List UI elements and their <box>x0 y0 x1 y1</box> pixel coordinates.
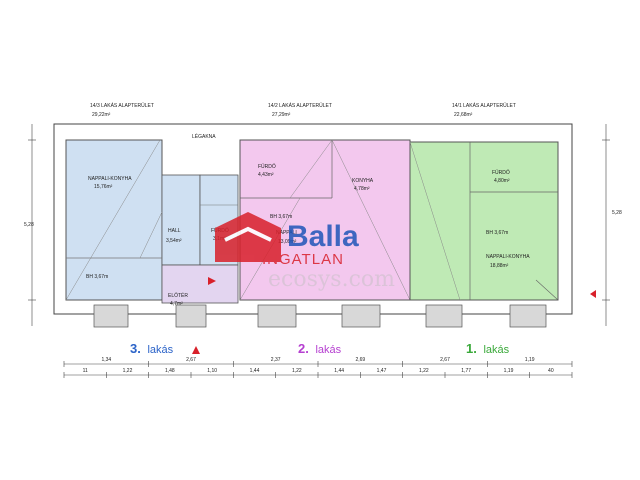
apartment-1-number: 1. <box>466 341 477 356</box>
apartment-1-label: 1. lakás <box>466 341 510 356</box>
room-area: 4,43m² <box>258 172 274 178</box>
dimension-label: 11 <box>83 368 88 374</box>
dimension-line-left <box>28 124 36 326</box>
dimension-label: 1,19 <box>525 357 535 363</box>
apartment-2-number: 2. <box>298 341 309 356</box>
room-area: 15,76m² <box>94 184 113 190</box>
apt1-area: 22,68m² <box>454 112 473 118</box>
room-label: BH 3,67m <box>270 214 292 220</box>
dimension-label: 1,48 <box>165 368 175 374</box>
apartment-3-label: 3. lakás <box>130 341 174 356</box>
dimension-label: 1,77 <box>461 368 471 374</box>
entrance-arrow-icon <box>192 277 596 354</box>
dimension-row-2: 11 1,22 1,48 1,10 1,44 1,22 1,44 1,47 1,22 1,77 1,… <box>63 368 573 378</box>
room-label: FÜRDŐ <box>492 169 510 176</box>
light-shaft-label: LÉGAKNA <box>192 133 216 140</box>
dimension-label-right: 5,28 <box>612 210 622 216</box>
room-label: NAPPALI-KONYHA <box>486 254 530 260</box>
room-area: 4,80m² <box>494 178 510 184</box>
room-area: 4,78m² <box>354 186 370 192</box>
apt2-area: 27,29m² <box>272 112 291 118</box>
dimension-label: 1,44 <box>334 368 344 374</box>
dimension-label: 1,19 <box>504 368 514 374</box>
dimension-label: 1,22 <box>419 368 429 374</box>
apt1-title: 14/1 LAKÁS ALAPTERÜLET <box>452 102 516 109</box>
room-area: 13,09m² <box>278 239 297 245</box>
watermark-site-text: ecosys.com <box>268 267 395 292</box>
dimension-label: 2,69 <box>355 357 365 363</box>
room-label: HALL <box>168 228 181 234</box>
room-label: NAPPALI-KONYHA <box>88 176 132 182</box>
room-label: BH 3,67m <box>486 230 508 236</box>
building-outline <box>53 123 573 315</box>
window-bay <box>93 304 547 328</box>
apartment-2-label: 2. lakás <box>298 341 342 356</box>
apartment-3-number: 3. <box>130 341 141 356</box>
dimension-label: 1,22 <box>292 368 302 374</box>
dimension-label-left: 5,28 <box>24 222 34 228</box>
apartment-1-area <box>409 141 559 301</box>
apartment-1-word: lakás <box>483 344 509 356</box>
dimension-label: 1,22 <box>123 368 133 374</box>
dimension-label: 2,37 <box>271 357 281 363</box>
room-area: 4,7m² <box>170 301 183 307</box>
dimension-label: 1,47 <box>377 368 387 374</box>
room-label: ELŐTÉR <box>168 292 188 299</box>
room-label: BH 3,67m <box>86 274 108 280</box>
apt3-title: 14/3 LAKÁS ALAPTERÜLET <box>90 102 154 109</box>
dimension-label: 2,67 <box>186 357 196 363</box>
room-label: KONYHA <box>352 178 374 184</box>
dimension-label: 2,67 <box>440 357 450 363</box>
dimension-row-1: 1,34 2,67 2,37 2,69 2,67 1,19 <box>63 357 573 367</box>
dimension-label: 1,44 <box>250 368 260 374</box>
room-label: FÜRDŐ <box>258 163 276 170</box>
apartment-2-word: lakás <box>315 344 341 356</box>
room-area: 18,88m² <box>490 263 509 269</box>
room-label: NAPPALI <box>276 230 297 236</box>
apt3-area: 29,22m² <box>92 112 111 118</box>
apt2-title: 14/2 LAKÁS ALAPTERÜLET <box>268 102 332 109</box>
dimension-line-right <box>602 124 610 326</box>
apartment-3-word: lakás <box>147 344 173 356</box>
logo-subtitle-text: INGATLAN <box>262 251 344 268</box>
dimension-label: 1,34 <box>101 357 111 363</box>
dimension-label: 40 <box>548 368 554 374</box>
dimension-label: 1,10 <box>207 368 217 374</box>
logo-brand-text: Balla <box>287 220 359 253</box>
balla-logo: Balla INGATLAN <box>215 212 359 268</box>
room-area: 3,54m² <box>166 238 182 244</box>
